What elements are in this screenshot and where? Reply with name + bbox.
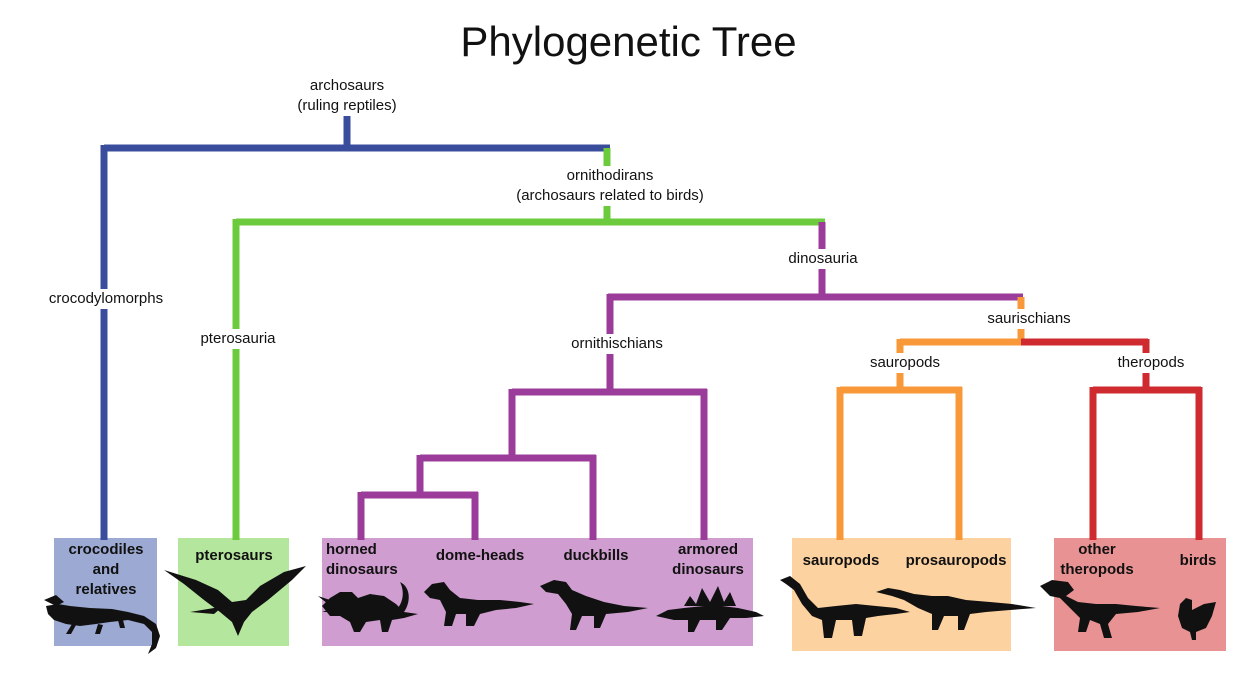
node-label-sauropods: sauropods [861, 353, 949, 373]
tyrannosaurus-silhouette [1040, 580, 1160, 638]
tip-label-dome-heads: dome-heads [435, 547, 525, 564]
archosaurs-branch [100, 116, 610, 540]
stegosaurus-silhouette [656, 586, 764, 632]
ornithischians-box [322, 538, 753, 646]
pachycephalosaurus-silhouette [424, 582, 534, 626]
node-label-dinosauria: dinosauria [779, 249, 867, 269]
node-label-crocodylomorphs: crocodylomorphs [42, 289, 170, 309]
tip-label-birds: birds [1179, 552, 1217, 569]
node-label-ornithischians: ornithischians [560, 334, 674, 354]
theropods-box [1054, 538, 1226, 651]
triceratops-silhouette [318, 582, 418, 632]
tip-label-other-theropods: other theropods [1060, 541, 1134, 578]
hadrosaur-silhouette [540, 580, 648, 630]
tip-label-prosauropods: prosauropods [905, 552, 1007, 569]
node-label-archosaurs: archosaurs (ruling reptiles) [277, 76, 417, 116]
prosauropod-silhouette [876, 588, 1036, 630]
diagram-title: Phylogenetic Tree [460, 18, 797, 65]
node-label-pterosauria: pterosauria [192, 329, 284, 349]
tip-label-horned-dinosaurs: horned dinosaurs [326, 541, 398, 578]
chicken-silhouette [1178, 598, 1216, 640]
node-label-saurischians: saurischians [978, 309, 1080, 329]
node-label-theropods: theropods [1108, 353, 1194, 373]
tip-label-pterosaurs: pterosaurs [195, 547, 273, 564]
sauropod-silhouette [780, 576, 910, 638]
tip-label-duckbills: duckbills [563, 547, 629, 564]
tip-label-crocodiles: crocodiles and relatives [68, 541, 144, 598]
pterosaur-silhouette [164, 566, 306, 636]
tip-label-sauropods: sauropods [802, 552, 880, 569]
crocodile-silhouette [44, 595, 160, 654]
node-label-ornithodirans: ornithodirans (archosaurs related to bir… [502, 166, 718, 206]
tip-label-armored-dinosaurs: armored dinosaurs [672, 541, 744, 578]
